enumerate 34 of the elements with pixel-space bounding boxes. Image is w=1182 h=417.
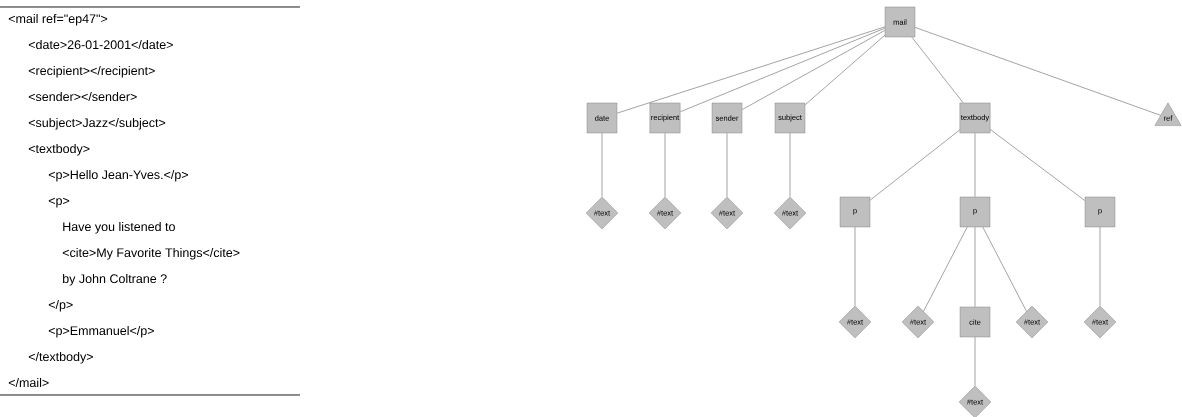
tree-edge [914, 27, 1161, 116]
tree-edge [664, 132, 666, 198]
tree-edge [601, 132, 603, 198]
code-line: <textbody> [28, 143, 90, 156]
code-line: Have you listened to [63, 221, 175, 234]
tree-edge [726, 132, 728, 198]
tree-edge [982, 226, 1027, 312]
tree-edge [789, 132, 791, 198]
code-line: <p>Hello Jean-Yves.</p> [48, 169, 188, 182]
tree-edge [854, 226, 856, 307]
tree-edge [804, 34, 886, 106]
code-line: </p> [48, 299, 73, 312]
tree-edge [923, 226, 968, 312]
tree-edge [990, 129, 1086, 201]
code-line: <mail ref="ep47"> [8, 13, 108, 26]
tree-edge [974, 336, 976, 387]
code-line: <recipient></recipient> [28, 65, 155, 78]
tree-edge [741, 30, 886, 110]
tree-edge [1099, 226, 1101, 307]
code-line: by John Coltrane ? [63, 273, 167, 286]
code-line: <sender></sender> [28, 91, 137, 102]
tree-edge [869, 129, 960, 201]
code-line: <p> [48, 197, 70, 208]
code-line: <date>26-01-2001</date> [28, 39, 173, 50]
tree-edge [974, 226, 976, 308]
tree-edge [974, 132, 976, 198]
code-line: <cite>My Favorite Things</cite> [62, 247, 240, 260]
tree-edge [911, 36, 964, 104]
code-line: <subject>Jazz</subject> [28, 117, 166, 130]
code-line: <p>Emmanuel</p> [48, 325, 154, 338]
code-line: </textbody> [28, 351, 93, 364]
tree-edge [680, 27, 886, 113]
code-line: </mail> [8, 377, 49, 388]
tree-edge [616, 26, 886, 114]
